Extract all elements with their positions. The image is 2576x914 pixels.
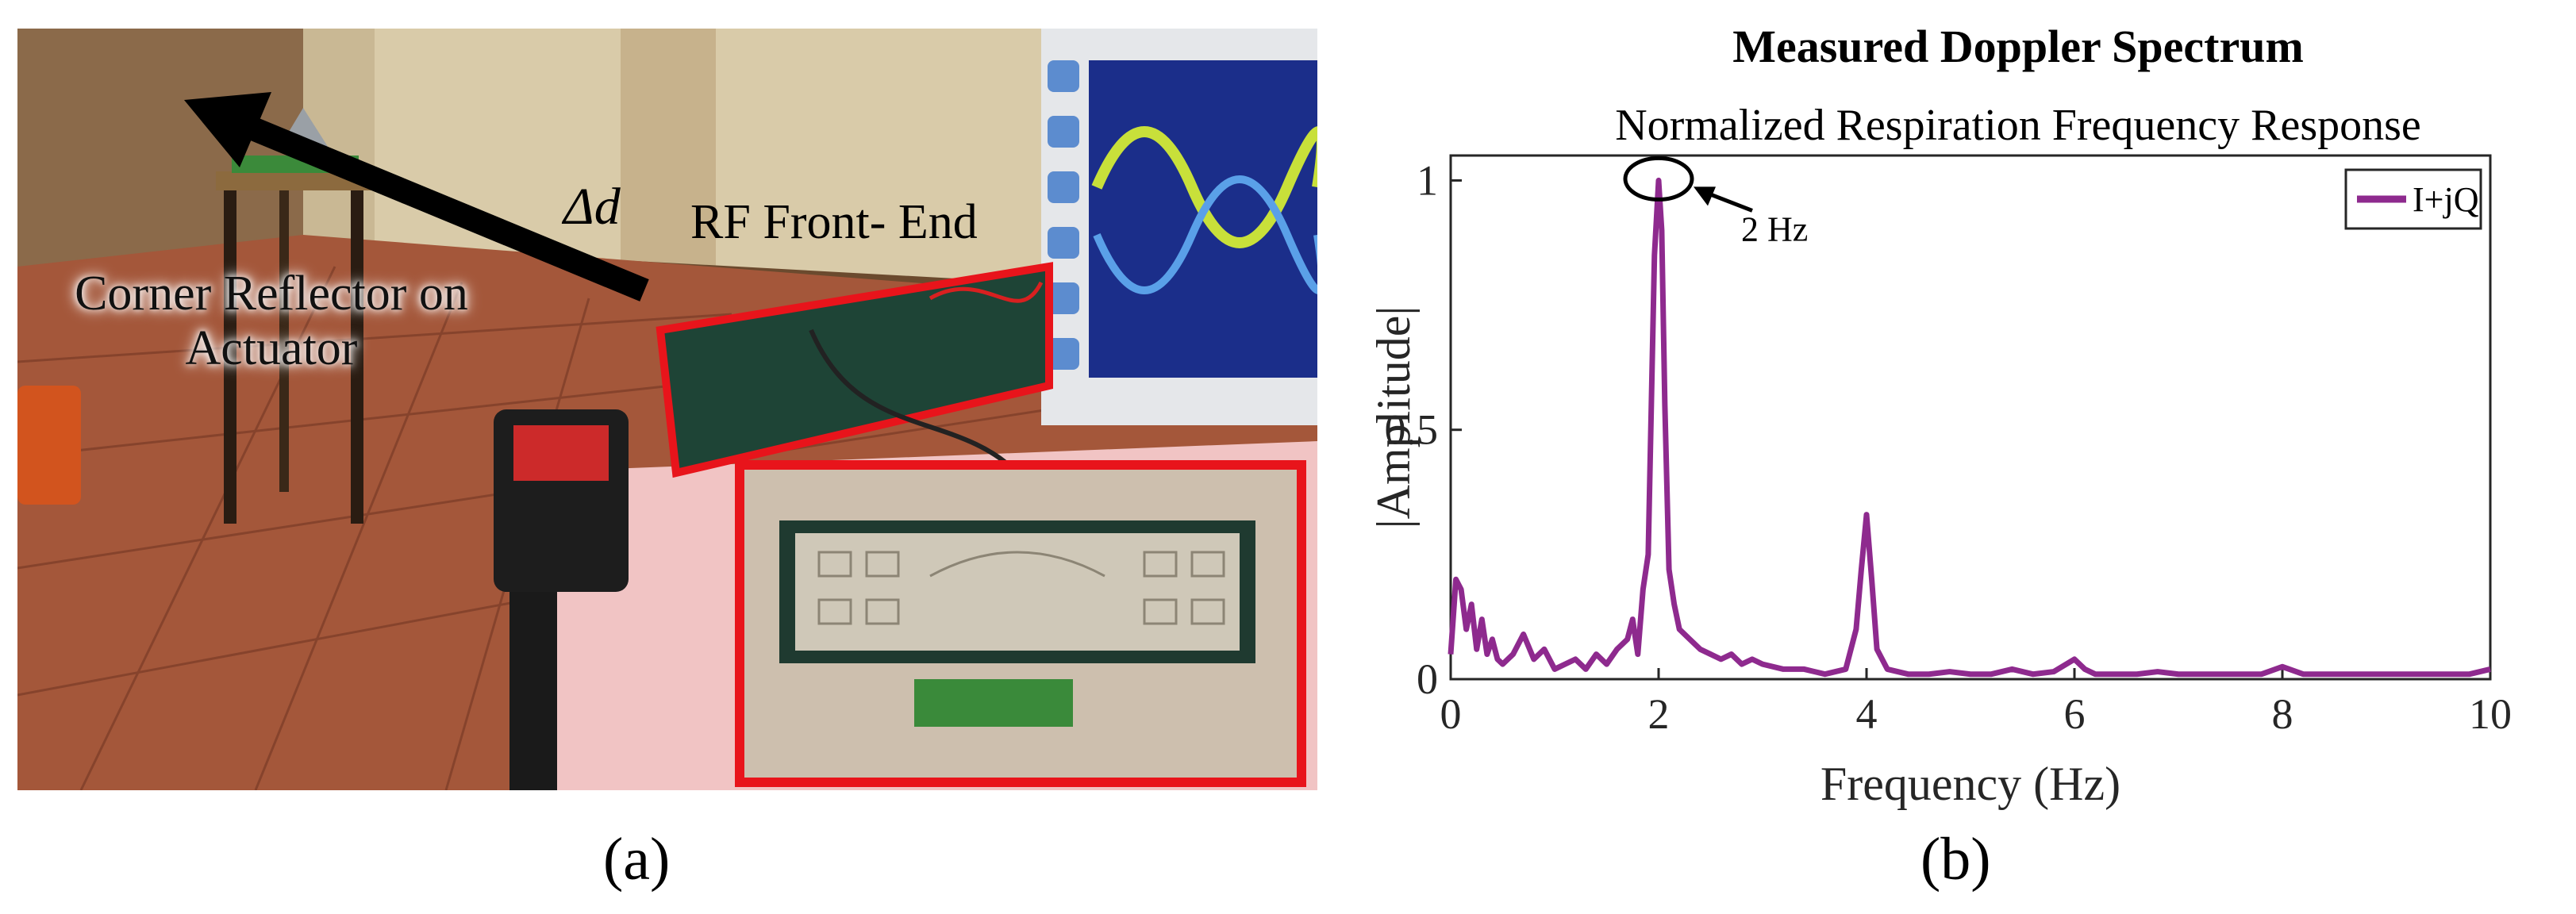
scope-buttons [1048,60,1079,370]
y-tick-label: 1 [1417,156,1438,204]
series-line [1448,177,2491,678]
y-axis-label: |Amplitude| [1367,306,1420,529]
stool-leg [224,190,236,524]
displacement-label: Δd [563,178,621,236]
cable [929,281,1044,303]
experiment-photo: Corner Reflector on Actuator RF Front- E… [17,29,1317,790]
rf-front-end-label: RF Front- End [690,195,978,249]
axis-ticks: 0 2 4 6 8 10 0 0.5 1 [1385,156,2513,738]
peak-annotation-arrowhead [1694,186,1716,206]
plot-frame [1449,154,2492,681]
legend: I+jQ [2344,168,2482,230]
feed-board [914,679,1073,727]
chart-title: Measured Doppler Spectrum [1732,21,2304,72]
x-tick-label: 10 [2469,690,2512,738]
laser-meter-top [513,425,609,481]
series-layer [1448,177,2491,678]
antenna-traces [817,551,1225,625]
power-box [17,386,81,505]
peak-highlight-ellipse [1623,156,1694,202]
scope-trace [1093,175,1317,294]
y-tick-label: 0 [1417,655,1438,703]
peak-annotation-label: 2 Hz [1741,209,1808,248]
x-tick-label: 0 [1440,690,1462,738]
chart-svg: Measured Doppler Spectrum Normalized Res… [1367,21,2513,810]
chart-subtitle: Normalized Respiration Frequency Respons… [1615,101,2421,150]
caption-a: (a) [603,826,671,893]
displacement-arrow-shaft [227,109,649,301]
x-tick-label: 6 [2064,690,2086,738]
stool-leg [351,190,363,524]
x-tick-label: 8 [2272,690,2293,738]
cable [809,328,1020,475]
scope-trace [1091,126,1317,248]
rf-front-end-board [656,262,1053,478]
y-tick-label: 0.5 [1385,406,1439,454]
antenna-board-surface [795,533,1240,651]
legend-label: I+jQ [2413,180,2479,219]
corner-reflector-label: Corner Reflector on Actuator [75,267,468,376]
x-tick-label: 4 [1856,690,1878,738]
displacement-arrow-head [184,92,271,167]
stool-leg [279,190,289,492]
doppler-chart: Measured Doppler Spectrum Normalized Res… [1333,0,2576,914]
x-axis-label: Frequency (Hz) [1821,758,2120,810]
photo-scene [17,29,1317,790]
caption-b: (b) [1920,826,1991,893]
x-tick-label: 2 [1648,690,1670,738]
